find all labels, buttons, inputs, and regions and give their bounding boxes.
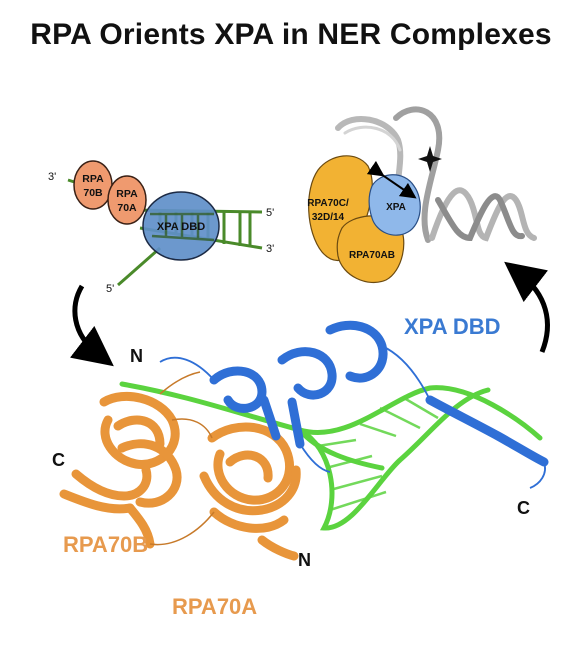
schematic-panel: RPA 70B RPA 70A XPA DBD 3' 5' 3' 5' <box>48 160 274 295</box>
page-title: RPA Orients XPA in NER Complexes <box>30 18 552 51</box>
right-curved-arrow-icon <box>504 261 550 353</box>
rpa70a-domain <box>107 175 147 225</box>
structure-dna <box>119 381 543 531</box>
end-3prime-left: 3' <box>48 171 56 183</box>
xpa-dbd-label: XPA DBD <box>157 221 205 233</box>
end-3prime-right: 3' <box>266 243 274 255</box>
n-terminus-top-label: N <box>130 346 143 366</box>
complex-panel: RPA70C/ 32D/14 XPA RPA70AB <box>307 106 537 284</box>
n-terminus-bottom-label: N <box>298 550 311 570</box>
c-terminus-right-label: C <box>517 498 530 518</box>
rpa70b-label-line2: 70B <box>83 187 103 199</box>
end-5prime-right: 5' <box>266 207 274 219</box>
rpa70ab-label: RPA70AB <box>349 250 395 261</box>
ribbon-structure: XPA DBD N C RPA70B RPA70A N C <box>52 314 549 619</box>
rpa70b-domain <box>73 160 113 210</box>
rpa70b-structure-label: RPA70B <box>63 532 148 557</box>
rpa70c-label-line1: RPA70C/ <box>307 198 349 209</box>
rpa70a-label-line1: RPA <box>116 188 138 200</box>
left-curved-arrow-icon <box>69 284 114 367</box>
star-icon <box>418 146 442 172</box>
xpa-dbd-structure-label: XPA DBD <box>404 314 501 339</box>
rpa70a-ribbon <box>199 422 301 561</box>
double-arrow-icon <box>366 160 417 199</box>
rpa70a-structure-label: RPA70A <box>172 594 257 619</box>
xpa-dbd-ribbon <box>209 320 549 467</box>
rpa70a-label-line2: 70A <box>117 202 137 214</box>
rpa70b-label-line1: RPA <box>82 173 104 185</box>
xpa-label: XPA <box>386 202 406 213</box>
rpa70c-label-line2: 32D/14 <box>312 212 345 223</box>
c-terminus-left-label: C <box>52 450 65 470</box>
rpa70b-ribbon <box>59 391 182 549</box>
end-5prime-bottom: 5' <box>106 283 114 295</box>
